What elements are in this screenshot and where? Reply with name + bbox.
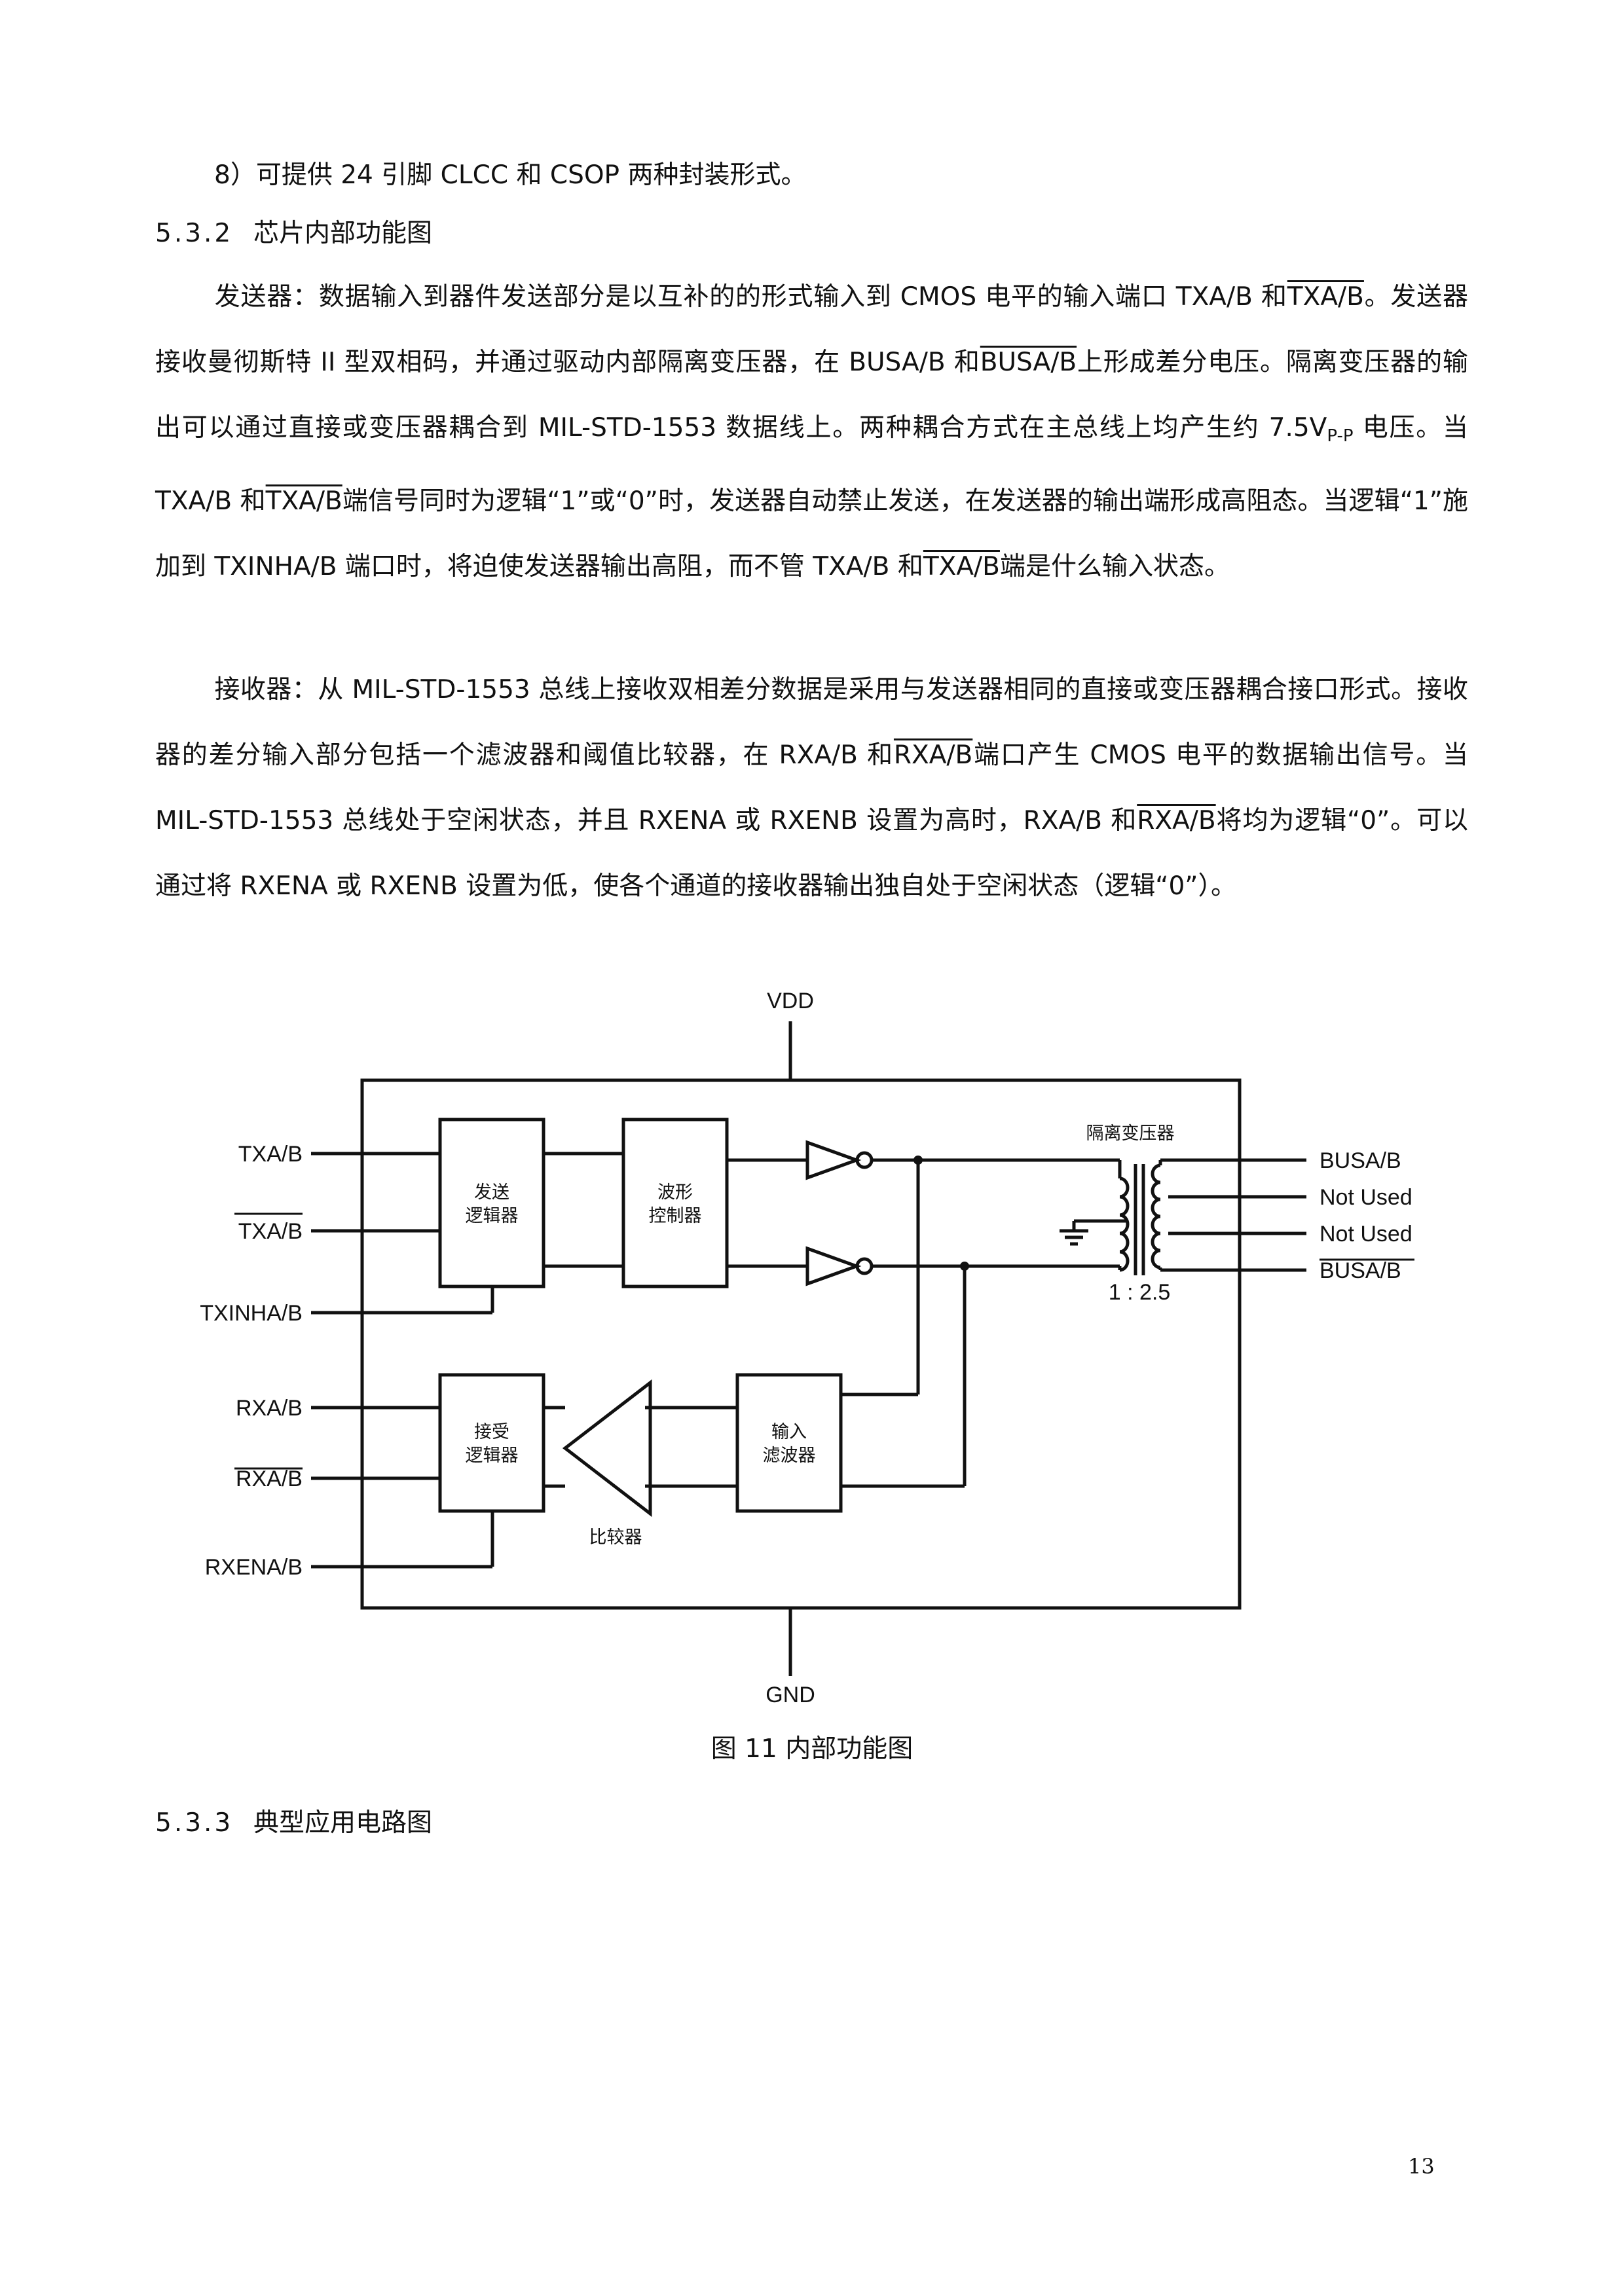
- section-title: 典型应用电路图: [253, 1808, 433, 1838]
- pin-label-busa-bar: BUSA/B: [1320, 1258, 1401, 1283]
- overline-signal: RXA/B: [1137, 806, 1216, 835]
- tx-driver-buffer: [805, 1246, 862, 1286]
- section-heading-533: 5.3.3 典型应用电路图: [155, 1802, 432, 1839]
- pin-label-rxa-bar: RXA/B: [236, 1467, 303, 1491]
- chip-outline: [360, 1078, 1242, 1610]
- section-number: 5.3.3: [155, 1808, 234, 1838]
- pin-label-not-used: Not Used: [1320, 1222, 1412, 1247]
- tx-logic-block: [438, 1118, 545, 1288]
- transformer-label: 隔离变压器: [1086, 1123, 1175, 1143]
- figure-caption: 图 11 内部功能图: [710, 1734, 913, 1764]
- receiver-paragraph: 接收器：从 MIL-STD-1553 总线上接收双相差分数据是采用与发送器相同的…: [155, 675, 1468, 901]
- tx-logic-label: 逻辑器: [466, 1206, 519, 1226]
- section-heading-532: 5.3.2 芯片内部功能图: [155, 213, 432, 249]
- pin-label-txa-bar: TXA/B: [238, 1219, 303, 1244]
- page-number: 13: [1408, 2154, 1435, 2179]
- transmitter-paragraph: 发送器：数据输入到器件发送部分是以互补的的形式输入到 CMOS 电平的输入端口 …: [155, 282, 1468, 581]
- subscript: P-P: [1327, 426, 1354, 446]
- gnd-label: GND: [766, 1683, 815, 1707]
- pin-label-txinha: TXINHA/B: [200, 1301, 303, 1326]
- section-number: 5.3.2: [155, 219, 234, 248]
- waveform-control-block: [621, 1118, 729, 1288]
- list-item-8: 8）可提供 24 引脚 CLCC 和 CSOP 两种封装形式。: [214, 160, 807, 190]
- pin-label-rxa: RXA/B: [236, 1396, 303, 1421]
- input-filter-block: [735, 1373, 843, 1513]
- rx-logic-label: 逻辑器: [466, 1446, 519, 1465]
- overline-signal: TXA/B: [923, 552, 1000, 581]
- tx-driver-buffer: [805, 1140, 862, 1180]
- pin-label-not-used: Not Used: [1320, 1185, 1412, 1210]
- overline-signal: BUSA/B: [980, 348, 1077, 377]
- pin-label-rxena: RXENA/B: [205, 1555, 303, 1580]
- tx-logic-label: 发送: [474, 1182, 509, 1202]
- rx-logic-block: [438, 1373, 545, 1513]
- filter-label: 滤波器: [763, 1446, 816, 1465]
- turns-ratio: 1 : 2.5: [1109, 1280, 1171, 1305]
- comparator-label: 比较器: [589, 1527, 642, 1547]
- overline-signal: TXA/B: [1287, 282, 1364, 312]
- overline-signal: TXA/B: [265, 486, 342, 516]
- vdd-label: VDD: [767, 989, 814, 1013]
- filter-label: 输入: [771, 1422, 807, 1442]
- section-title: 芯片内部功能图: [253, 219, 433, 248]
- internal-function-diagram: VDD GND TXA/B TXA/B TXINHA/B RXA/B RXA/B…: [200, 989, 1414, 1707]
- waveform-label: 波形: [657, 1182, 693, 1202]
- pin-label-busa: BUSA/B: [1320, 1148, 1401, 1173]
- overline-signal: RXA/B: [893, 740, 973, 770]
- rx-logic-label: 接受: [474, 1422, 509, 1442]
- comparator-triangle: [562, 1379, 652, 1518]
- waveform-label: 控制器: [649, 1206, 702, 1226]
- pin-label-txa: TXA/B: [238, 1142, 303, 1167]
